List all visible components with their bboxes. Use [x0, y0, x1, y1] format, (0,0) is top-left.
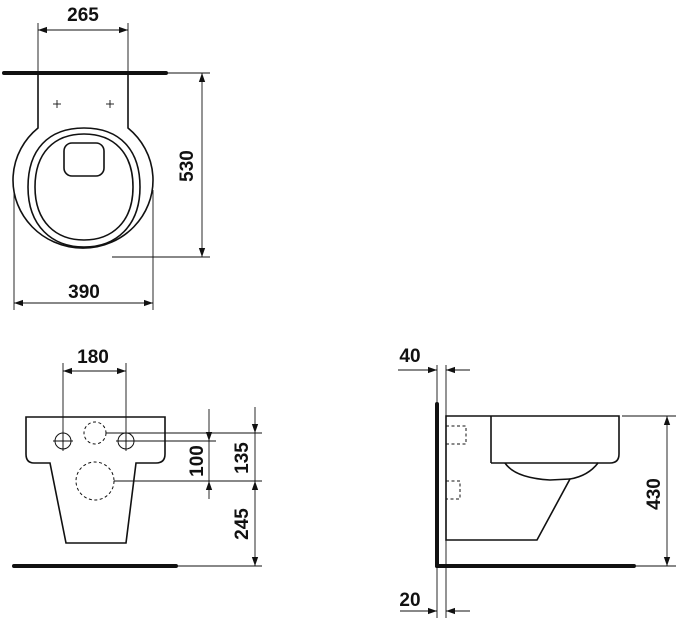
seat-inner: [34, 133, 134, 241]
side-view: 40 430 20: [398, 346, 676, 618]
bowl-outline: [12, 73, 154, 249]
dim-label-390: 390: [68, 282, 100, 303]
fixing-point-right: [106, 100, 114, 108]
inlet-dashed: [83, 421, 107, 445]
dim-label-180: 180: [77, 347, 109, 368]
front-view: 180 100 135 245: [12, 347, 262, 568]
dim-label-530: 530: [177, 150, 198, 182]
fixing-point-left: [53, 100, 61, 108]
outlet-dashed: [75, 461, 115, 501]
outlet-dashed-side: [446, 480, 461, 500]
bowl-curve: [504, 462, 571, 481]
seat-rim: [27, 127, 141, 248]
dim-label-245: 245: [232, 508, 253, 540]
dim-label-40: 40: [399, 346, 420, 367]
dim-label-265: 265: [67, 5, 99, 26]
dim-label-20: 20: [399, 590, 420, 611]
dim-label-430: 430: [644, 478, 665, 510]
pan-front-outline: [25, 416, 166, 544]
top-view: 265 530 390: [2, 5, 210, 310]
dim-label-135: 135: [232, 442, 253, 474]
flush-opening: [63, 142, 105, 177]
inlet-dashed-side: [446, 425, 467, 445]
dim-label-100: 100: [187, 445, 208, 477]
